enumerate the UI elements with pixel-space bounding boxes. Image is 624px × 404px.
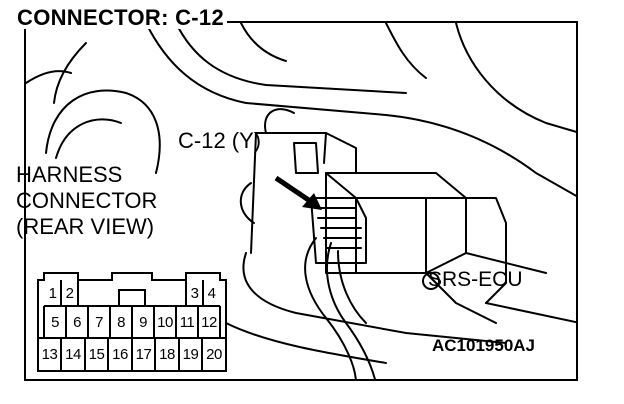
vehicle-illustration <box>26 23 576 379</box>
harness-connector-label: HARNESS CONNECTOR (REAR VIEW) <box>16 162 157 240</box>
figure-title: CONNECTOR: C-12 <box>14 7 228 29</box>
pointer-arrow <box>274 175 322 210</box>
pin-9: 9 <box>139 314 147 331</box>
pin-17: 17 <box>135 346 152 363</box>
harness-label-line1: HARNESS <box>16 162 123 187</box>
pin-1: 1 <box>48 285 57 302</box>
pinout-grid <box>37 272 227 372</box>
harness-label-line2: CONNECTOR <box>16 188 158 213</box>
pin-20: 20 <box>206 346 222 363</box>
pin-8: 8 <box>117 314 125 331</box>
connector-callout: C-12 (Y) <box>178 128 262 153</box>
pin-6: 6 <box>73 314 81 331</box>
pin-15: 15 <box>88 346 105 363</box>
pin-5: 5 <box>51 314 59 331</box>
pin-3: 3 <box>190 285 199 302</box>
pin-12: 12 <box>201 314 217 331</box>
pin-11: 11 <box>179 314 195 331</box>
pin-18: 18 <box>159 346 175 363</box>
pin-16: 16 <box>112 346 128 363</box>
pin-4: 4 <box>207 285 216 302</box>
pin-19: 19 <box>182 346 199 363</box>
pin-7: 7 <box>95 314 103 331</box>
harness-label-line3: (REAR VIEW) <box>16 214 155 239</box>
pin-14: 14 <box>65 346 81 363</box>
pin-13: 13 <box>41 346 58 363</box>
srs-ecu-label: SRS-ECU <box>428 268 523 291</box>
figure-code: AC101950AJ <box>432 336 536 355</box>
pin-2: 2 <box>65 285 74 302</box>
pin-10: 10 <box>157 314 173 331</box>
